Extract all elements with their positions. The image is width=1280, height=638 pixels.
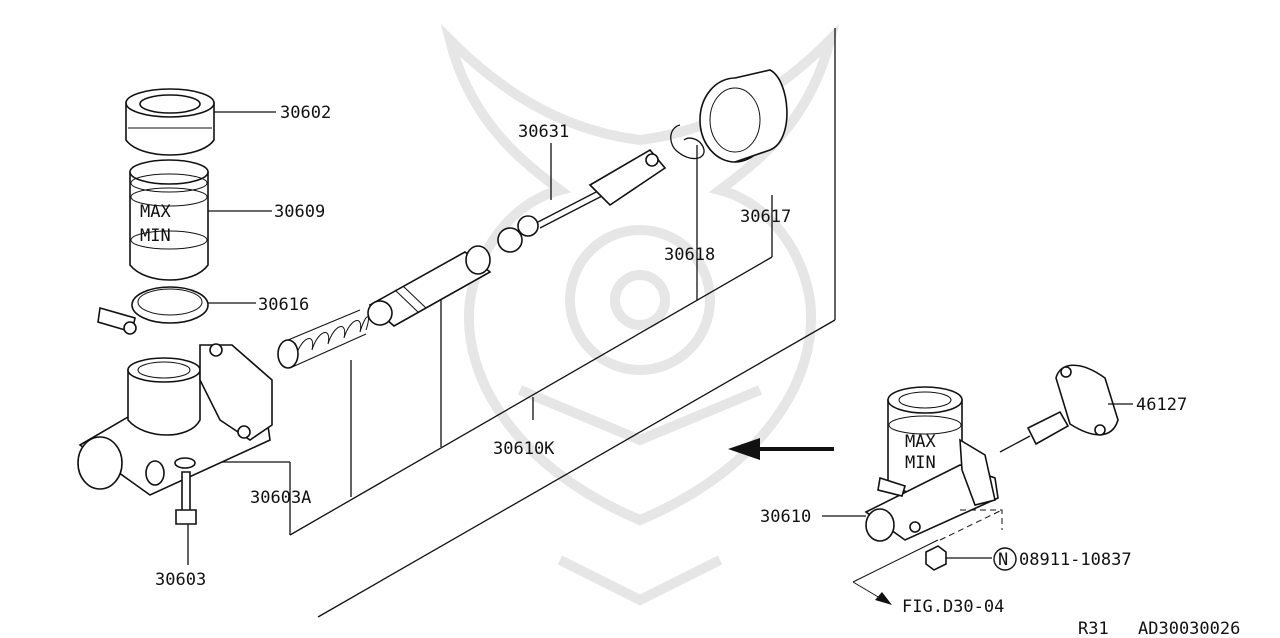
reservoir-tank: MAX MIN: [129, 159, 272, 281]
label-30617: 30617: [740, 207, 791, 227]
label-30610: 30610: [760, 507, 811, 527]
label-fig-ref: FIG.D30-04: [902, 597, 1004, 617]
hose-clamp: [97, 286, 256, 335]
reservoir-cap: [125, 88, 276, 156]
master-cylinder-assembly: MAX MIN: [822, 364, 1133, 605]
max-mark: MAX: [140, 202, 171, 222]
footer-model: R31: [1078, 619, 1109, 638]
small-min-mark: MIN: [905, 453, 936, 473]
label-30618: 30618: [664, 245, 715, 265]
snap-ring: [670, 124, 705, 160]
direction-arrow: [728, 438, 834, 460]
bolt-washer: [174, 457, 197, 565]
label-08911-10837: 08911-10837: [1019, 550, 1132, 570]
piston: [367, 245, 492, 327]
master-cylinder-body: [77, 343, 273, 496]
circled-n-letter: N: [998, 550, 1008, 570]
min-mark: MIN: [140, 226, 171, 246]
label-30603a: 30603A: [250, 488, 311, 508]
dust-boot: [699, 69, 788, 163]
label-30609: 30609: [274, 202, 325, 222]
label-30602: 30602: [280, 103, 331, 123]
label-30610k: 30610K: [493, 439, 555, 459]
label-30603: 30603: [155, 570, 206, 590]
label-30631: 30631: [518, 122, 569, 142]
label-46127: 46127: [1136, 395, 1187, 415]
circled-n-icon: N: [993, 547, 1017, 571]
push-rod: [497, 143, 667, 253]
label-30616: 30616: [258, 295, 309, 315]
small-max-mark: MAX: [905, 432, 936, 452]
return-spring: [277, 309, 369, 369]
footer-code: AD30030026: [1138, 619, 1240, 638]
